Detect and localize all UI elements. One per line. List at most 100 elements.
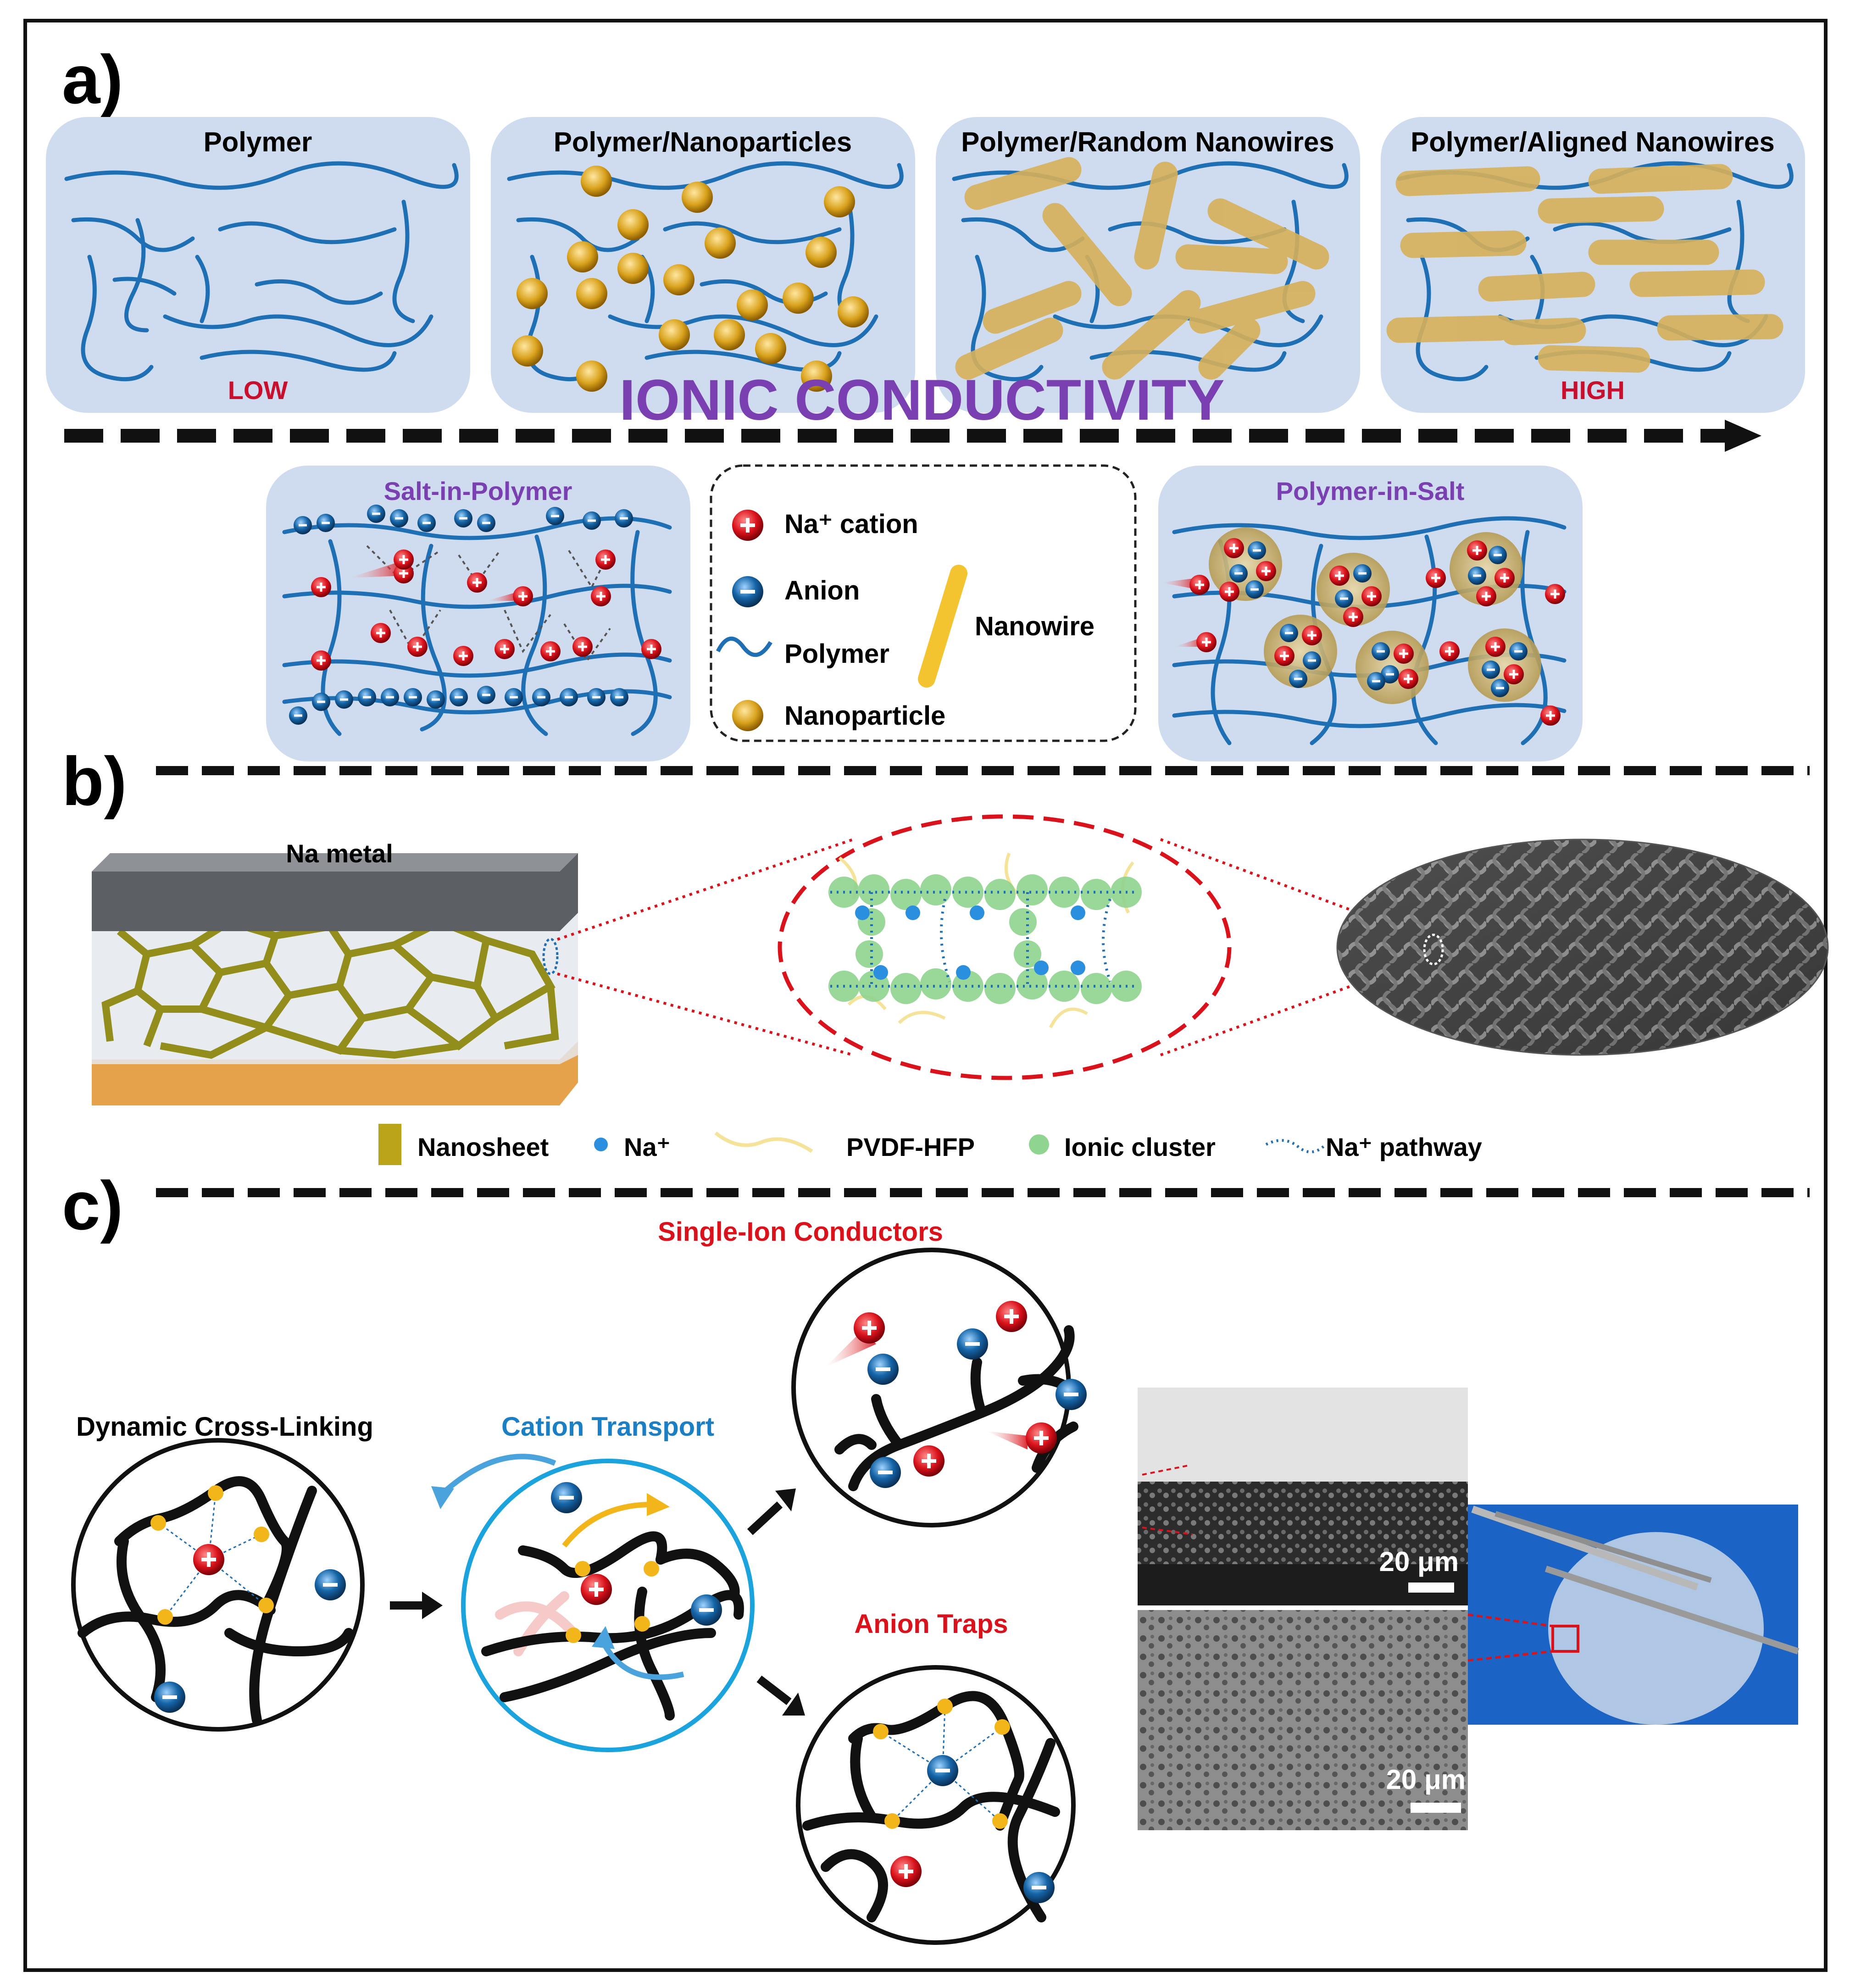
panel-label-b: b) <box>62 743 127 820</box>
single-ion-anion-2 <box>957 1328 988 1360</box>
transport-anion-2 <box>691 1594 722 1626</box>
legend-pvdf: PVDF-HFP <box>846 1133 975 1161</box>
box-title-random-nanowires: Polymer/Random Nanowires <box>961 127 1334 157</box>
substrate <box>92 1041 578 1105</box>
sem-top-marks <box>1142 1465 1193 1535</box>
ionic-cluster-chain <box>828 874 1142 1004</box>
panel-label-c: c) <box>62 1167 123 1244</box>
na-ions <box>855 905 1085 980</box>
curved-arrow-yellow <box>562 1502 652 1548</box>
dynamic-title: Dynamic Cross-Linking <box>76 1412 373 1442</box>
curved-arrow-blue-2-head <box>592 1626 615 1649</box>
photo-zoom-box <box>1551 1625 1579 1653</box>
photo-zoom-line-1 <box>1467 1613 1553 1627</box>
scale-bar-top <box>1408 1583 1454 1593</box>
arrow-icon <box>1725 420 1761 452</box>
panel-a: Polymer Polymer/Nanoparticles Polymer/Ra… <box>46 117 1805 761</box>
panel-label-a: a) <box>62 41 123 118</box>
legend-nanowire: Nanowire <box>975 611 1094 641</box>
arrow-c2-head <box>775 1488 796 1511</box>
dynamic-nodes <box>150 1485 274 1625</box>
random-nanowires <box>955 157 1329 380</box>
label-high: HIGH <box>1561 376 1625 405</box>
single-ion-anion-3 <box>1056 1379 1087 1410</box>
single-ion-anion-4 <box>870 1457 901 1488</box>
tweezer-arm-1 <box>1471 1505 1699 1591</box>
tail-2 <box>986 1431 1028 1449</box>
na-metal-top <box>92 853 578 872</box>
ionic-clusters <box>1161 528 1565 726</box>
nanowire-icon <box>918 565 967 688</box>
polymer-icon <box>716 636 772 657</box>
single-ion-cation-3 <box>1026 1422 1057 1454</box>
box-title-nanoparticles: Polymer/Nanoparticles <box>554 127 852 157</box>
polymer-in-salt-title: Polymer-in-Salt <box>1276 477 1465 505</box>
legend-anion: Anion <box>784 576 860 605</box>
trapped-anion <box>927 1755 958 1786</box>
box-title-aligned-nanowires: Polymer/Aligned Nanowires <box>1411 127 1775 157</box>
arrow-c3-head <box>782 1693 805 1716</box>
dynamic-cation <box>193 1544 224 1575</box>
box-polymer <box>46 117 470 413</box>
na-pathway-lines <box>830 891 1138 988</box>
sem-ellipse-outline <box>1336 839 1829 1056</box>
anion-traps-title: Anion Traps <box>854 1609 1008 1639</box>
na-metal-block <box>92 853 578 931</box>
nanosheet-icon <box>378 1124 401 1165</box>
legend-nanosheet: Nanosheet <box>417 1133 549 1161</box>
arrow-c2 <box>747 1501 783 1535</box>
single-ion-cation-4 <box>913 1445 944 1477</box>
na-metal-label: Na metal <box>286 839 393 868</box>
polymer-chains-1 <box>64 161 459 382</box>
legend-polymer: Polymer <box>784 639 889 669</box>
trap-cation <box>890 1856 922 1887</box>
panel-b: Na metal <box>92 814 1829 1165</box>
box-title-polymer: Polymer <box>204 127 312 157</box>
transport-nodes <box>566 1561 659 1643</box>
dynamic-anion-1 <box>315 1569 346 1600</box>
arrow-c3 <box>756 1675 792 1705</box>
nanoparticle-icon <box>732 700 763 731</box>
zoom-line-1 <box>557 838 854 941</box>
sem-cross-section <box>1138 1482 1468 1564</box>
legend-nanoparticle: Nanoparticle <box>784 701 945 731</box>
curved-arrow-blue-2 <box>598 1636 684 1680</box>
cation-icon <box>732 510 763 541</box>
transport-cation <box>581 1574 612 1605</box>
legend-pathway: Na⁺ pathway <box>1326 1133 1482 1161</box>
zoom-marker-1 <box>542 938 559 975</box>
box-salt-in-polymer <box>266 466 690 761</box>
ionic-conductivity-label: IONIC CONDUCTIVITY <box>619 368 1224 432</box>
zoom-line-2 <box>557 972 854 1056</box>
figure-frame <box>23 19 1828 1972</box>
transport-chains <box>481 1531 744 1721</box>
curved-arrow-blue-1-head <box>431 1486 454 1509</box>
tweezer-arm-2 <box>1494 1511 1712 1583</box>
sem-surface <box>1138 1610 1468 1830</box>
legend-cation: Na⁺ cation <box>784 509 918 539</box>
transport-anion-1 <box>551 1482 582 1513</box>
magnification-ellipse <box>778 814 1232 1080</box>
label-low: LOW <box>228 376 288 405</box>
na-ion-icon <box>594 1138 608 1151</box>
aligned-nanowires <box>1386 164 1783 373</box>
scale-bar-bottom <box>1411 1803 1461 1813</box>
anion-icon <box>732 576 763 607</box>
photo-zoom-line-2 <box>1467 1650 1553 1662</box>
single-ion-title: Single-Ion Conductors <box>658 1217 943 1247</box>
curved-arrow-yellow-head <box>647 1493 670 1516</box>
pathway-icon <box>1265 1139 1327 1154</box>
dynamic-anion-2 <box>154 1682 185 1713</box>
curved-arrow-blue-1 <box>438 1454 556 1498</box>
panel-c: Single-Ion Conductors Dynamic Cross-Link… <box>71 1217 1800 1945</box>
legend-na: Na⁺ <box>624 1133 670 1161</box>
legend-box-a <box>710 464 1137 742</box>
circle-dynamic <box>71 1438 365 1732</box>
single-ion-anion-1 <box>867 1354 899 1385</box>
ionic-cluster-icon <box>1029 1134 1049 1155</box>
pvdf-icon <box>714 1131 813 1153</box>
legend-cluster: Ionic cluster <box>1064 1133 1216 1161</box>
sem-image <box>1337 839 1828 1055</box>
cation-transport-title: Cation Transport <box>501 1412 714 1442</box>
